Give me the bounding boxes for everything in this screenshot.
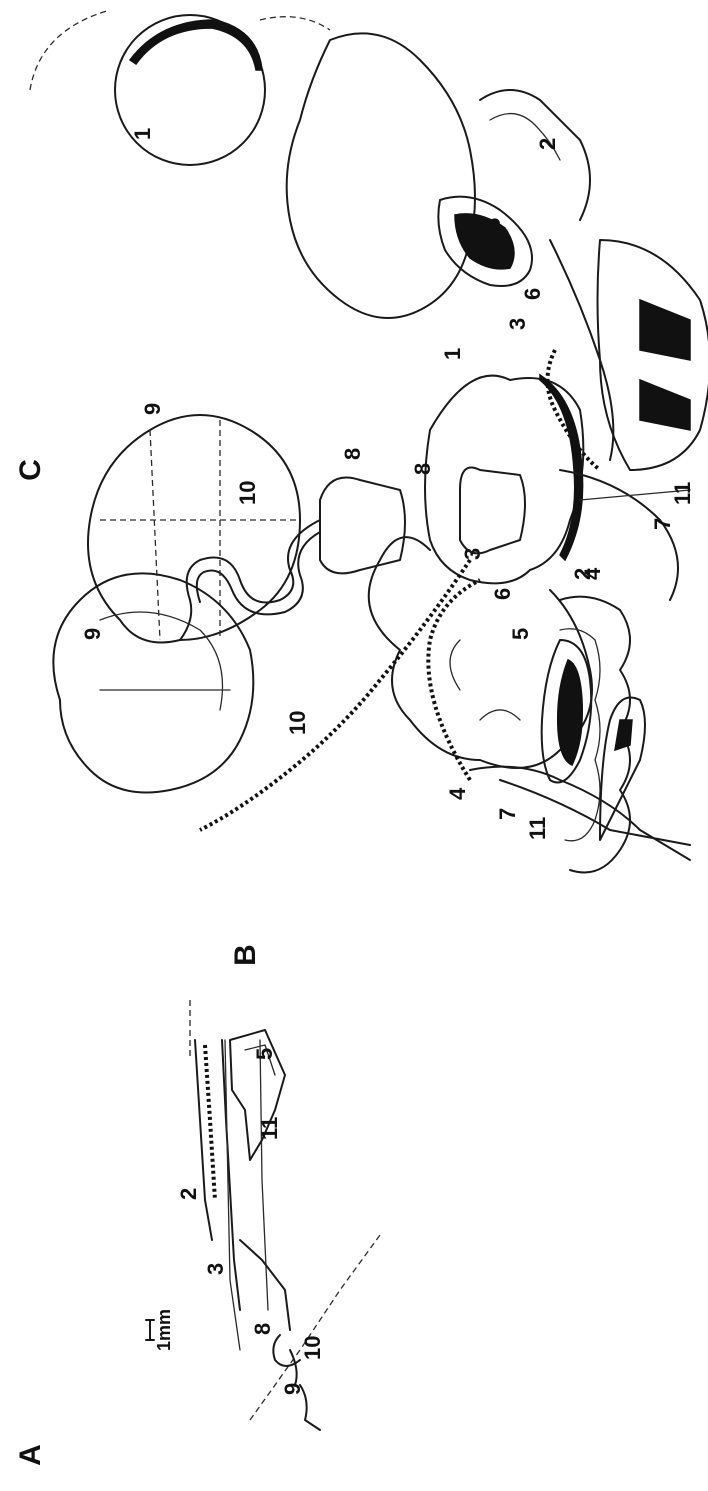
panel-c-body [287, 33, 475, 318]
panel-c-num-10: 10 [285, 711, 310, 735]
panel-c-label: C [14, 459, 47, 481]
panel-b-mass-inner [450, 640, 520, 720]
panel-c-spindle-core [640, 300, 690, 430]
panel-b-num-5: 5 [508, 628, 533, 640]
panel-a-num-9: 9 [280, 1383, 305, 1395]
panel-c-structure-10 [200, 560, 470, 830]
panel-b-structure-5-core [558, 660, 583, 765]
panel-b: B 1 2 3 4 5 6 7 8 9 [88, 348, 690, 966]
panel-b-num-7: 7 [495, 808, 520, 820]
panel-c-num-6: 6 [520, 288, 545, 300]
panel-c-num-3: 3 [505, 318, 530, 330]
panel-c-structure-9 [53, 573, 253, 792]
panel-a-num-11: 11 [257, 1117, 282, 1140]
panel-c: C 1 2 3 4 5 6 7 8 9 [14, 10, 708, 830]
panel-c-structure-9-inner [100, 612, 230, 710]
panel-b-structure-9 [88, 415, 300, 643]
panel-a-band-hatch [205, 1045, 215, 1200]
panel-c-structure-2-inner [490, 114, 560, 160]
panel-c-num-7: 7 [650, 518, 675, 530]
panel-b-num-10: 10 [235, 481, 260, 505]
panel-a-num-5: 5 [252, 1048, 277, 1060]
panel-c-num-4: 4 [580, 567, 605, 580]
panel-c-num-1: 1 [130, 128, 155, 140]
panel-c-structure-8 [460, 468, 525, 554]
panel-b-label: B [229, 944, 262, 966]
scale-bar-label: 1mm [154, 1309, 174, 1351]
panel-b-spindle-core [615, 720, 632, 750]
panel-c-top-outline [30, 10, 330, 90]
panel-c-num-5: 5 [480, 218, 505, 230]
scale-bar: 1mm [146, 1309, 174, 1351]
panel-c-num-11: 11 [670, 482, 695, 505]
panel-a-num-8: 8 [250, 1323, 275, 1335]
panel-a-band-outer [195, 1040, 212, 1240]
panel-c-num-9: 9 [80, 628, 105, 640]
panel-b-spindle [600, 698, 645, 841]
panel-a-num-10: 10 [300, 1336, 325, 1360]
panel-a-num-3: 3 [203, 1263, 228, 1275]
panel-a: A 2 3 5 8 9 10 11 1mm [14, 1000, 380, 1466]
panel-a-label: A [14, 1444, 47, 1466]
panel-c-num-2: 2 [535, 138, 560, 150]
panel-a-structure-8 [273, 1335, 300, 1366]
panel-b-num-8: 8 [340, 448, 365, 460]
panel-b-structure-8 [320, 478, 405, 574]
panel-a-num-2: 2 [176, 1188, 201, 1200]
panel-c-spindle [598, 240, 708, 470]
panel-b-num-9: 9 [140, 403, 165, 415]
panel-a-tube-lower [260, 1040, 268, 1310]
panel-b-num-6: 6 [490, 588, 515, 600]
panel-b-num-1: 1 [440, 348, 465, 360]
panel-b-structure-9-segments [100, 420, 300, 640]
panel-c-structure-2 [480, 90, 590, 220]
panel-a-structure-10 [290, 1350, 297, 1385]
panel-b-num-4: 4 [445, 787, 470, 800]
panel-c-num-8: 8 [410, 463, 435, 475]
panel-b-num-11: 11 [525, 817, 550, 840]
